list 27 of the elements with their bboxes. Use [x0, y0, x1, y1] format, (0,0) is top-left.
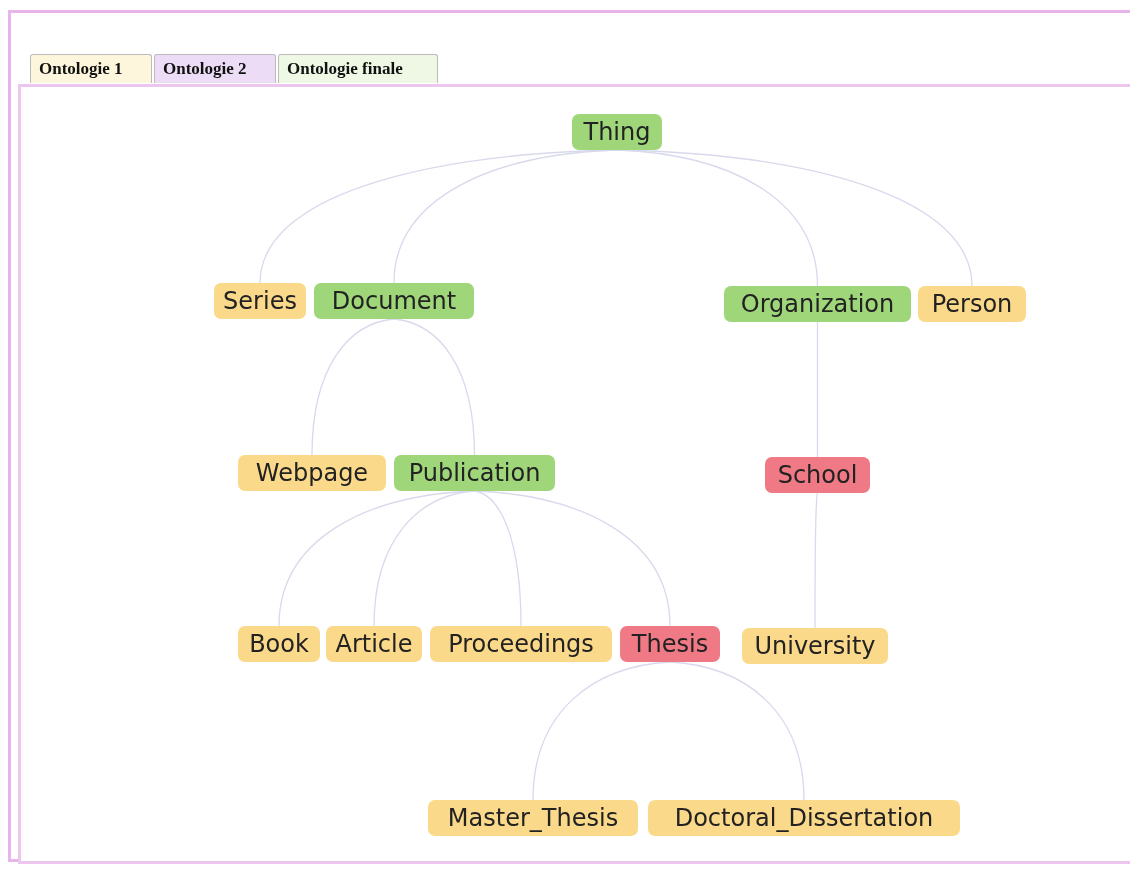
connector-line: [311, 318, 395, 456]
class-node: Person: [918, 286, 1026, 322]
class-node: Document: [314, 283, 474, 319]
class-node: University: [742, 628, 888, 664]
class-node: Book: [238, 626, 320, 662]
connector-line: [669, 661, 805, 801]
connector-line: [816, 321, 819, 458]
class-node: Webpage: [238, 455, 386, 491]
connector-line: [532, 661, 671, 801]
class-node: School: [765, 457, 870, 493]
class-node: Master_Thesis: [428, 800, 638, 836]
tab: Ontologie 1: [30, 54, 152, 83]
class-node: Organization: [724, 286, 911, 322]
connector-line: [393, 149, 618, 284]
class-node: Thing: [572, 114, 662, 150]
connector-line: [616, 149, 973, 287]
class-node: Publication: [394, 455, 555, 491]
connector-line: [814, 492, 819, 629]
connector-line: [393, 318, 476, 456]
class-node: Series: [214, 283, 306, 319]
tab: Ontologie finale: [278, 54, 438, 83]
tab: Ontologie 2: [154, 54, 276, 83]
class-node: Doctoral_Dissertation: [648, 800, 960, 836]
class-node: Thesis: [620, 626, 720, 662]
connector-line: [373, 490, 476, 627]
class-node: Article: [326, 626, 422, 662]
class-node: Proceedings: [430, 626, 612, 662]
